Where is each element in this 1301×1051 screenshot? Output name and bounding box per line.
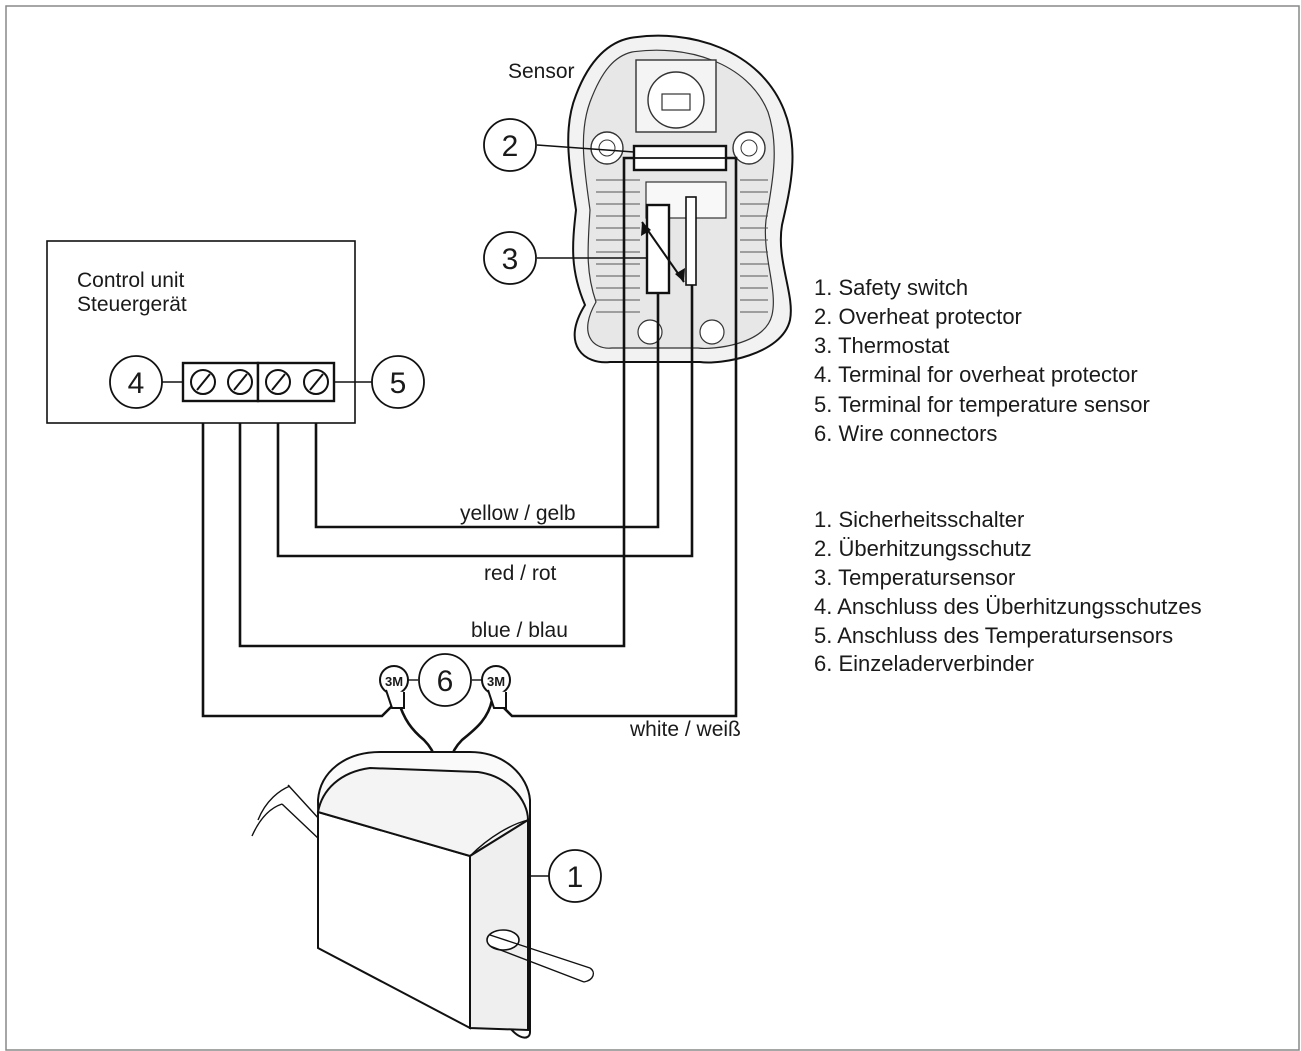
callout-2-label: 2 — [502, 130, 519, 163]
wire-connectors: 3M 3M — [379, 665, 511, 709]
wiring — [201, 156, 738, 791]
legend-en-item: 5. Terminal for temperature sensor — [814, 392, 1150, 417]
wire-yellow — [314, 293, 660, 529]
callout-3: 3 — [483, 231, 537, 285]
thermostat — [641, 196, 697, 295]
sensor-body — [567, 34, 794, 364]
legend-en-item: 4. Terminal for overheat protector — [814, 362, 1138, 387]
wire-black — [201, 382, 393, 718]
callout-4: 4 — [109, 355, 163, 409]
legend-en-item: 1. Safety switch — [814, 275, 968, 300]
callout-5: 5 — [371, 355, 425, 409]
connector-brand-right: 3M — [487, 674, 505, 689]
wire-red — [276, 285, 694, 558]
sensor-label: Sensor — [508, 60, 575, 83]
legend-en-item: 2. Overheat protector — [814, 304, 1022, 329]
wire-white — [501, 156, 738, 718]
legend-german: 1. Sicherheitsschalter 2. Überhitzungssc… — [814, 507, 1202, 676]
wire-label-white: white / weiß — [629, 718, 741, 741]
legend-de-item: 4. Anschluss des Überhitzungsschutzes — [814, 594, 1202, 619]
diagram-frame — [5, 5, 1300, 1051]
legend-de-item: 2. Überhitzungsschutz — [814, 536, 1032, 561]
legend-english: 1. Safety switch 2. Overheat protector 3… — [814, 275, 1150, 446]
wire-connector-right: 3M — [481, 665, 511, 709]
callout-1-label: 1 — [567, 861, 584, 894]
terminal-block-overheat — [181, 361, 260, 403]
control-unit-label-en: Control unit — [77, 269, 185, 292]
legend-de-item: 6. Einzeladerverbinder — [814, 651, 1034, 676]
legend-de-item: 1. Sicherheitsschalter — [814, 507, 1024, 532]
callout-6-label: 6 — [437, 665, 454, 698]
legend-en-item: 3. Thermostat — [814, 333, 949, 358]
callout-3-label: 3 — [502, 243, 519, 276]
legend-de-item: 5. Anschluss des Temperatursensors — [814, 623, 1173, 648]
legend-en-item: 6. Wire connectors — [814, 421, 997, 446]
wire-blue — [238, 156, 634, 648]
wire-connector-left: 3M — [379, 665, 409, 709]
callout-leaders — [162, 144, 648, 877]
wire-label-blue: blue / blau — [471, 619, 568, 642]
terminal-block-temp-sensor — [256, 361, 336, 403]
callout-5-label: 5 — [390, 367, 407, 400]
callout-4-label: 4 — [128, 367, 145, 400]
wire-label-red: red / rot — [484, 562, 557, 585]
legend-de-item: 3. Temperatursensor — [814, 565, 1015, 590]
sensor-ribs — [596, 179, 768, 313]
overheat-protector — [632, 144, 728, 172]
connector-brand-left: 3M — [385, 674, 403, 689]
control-unit: Control unit Steuergerät — [46, 240, 356, 424]
safety-switch — [251, 751, 595, 1039]
control-unit-label-de: Steuergerät — [77, 293, 187, 316]
sensor-screw-holes — [590, 131, 766, 345]
wire-label-yellow: yellow / gelb — [460, 502, 576, 525]
callout-6: 6 — [418, 653, 472, 707]
callout-1: 1 — [548, 849, 602, 903]
callout-2: 2 — [483, 118, 537, 172]
